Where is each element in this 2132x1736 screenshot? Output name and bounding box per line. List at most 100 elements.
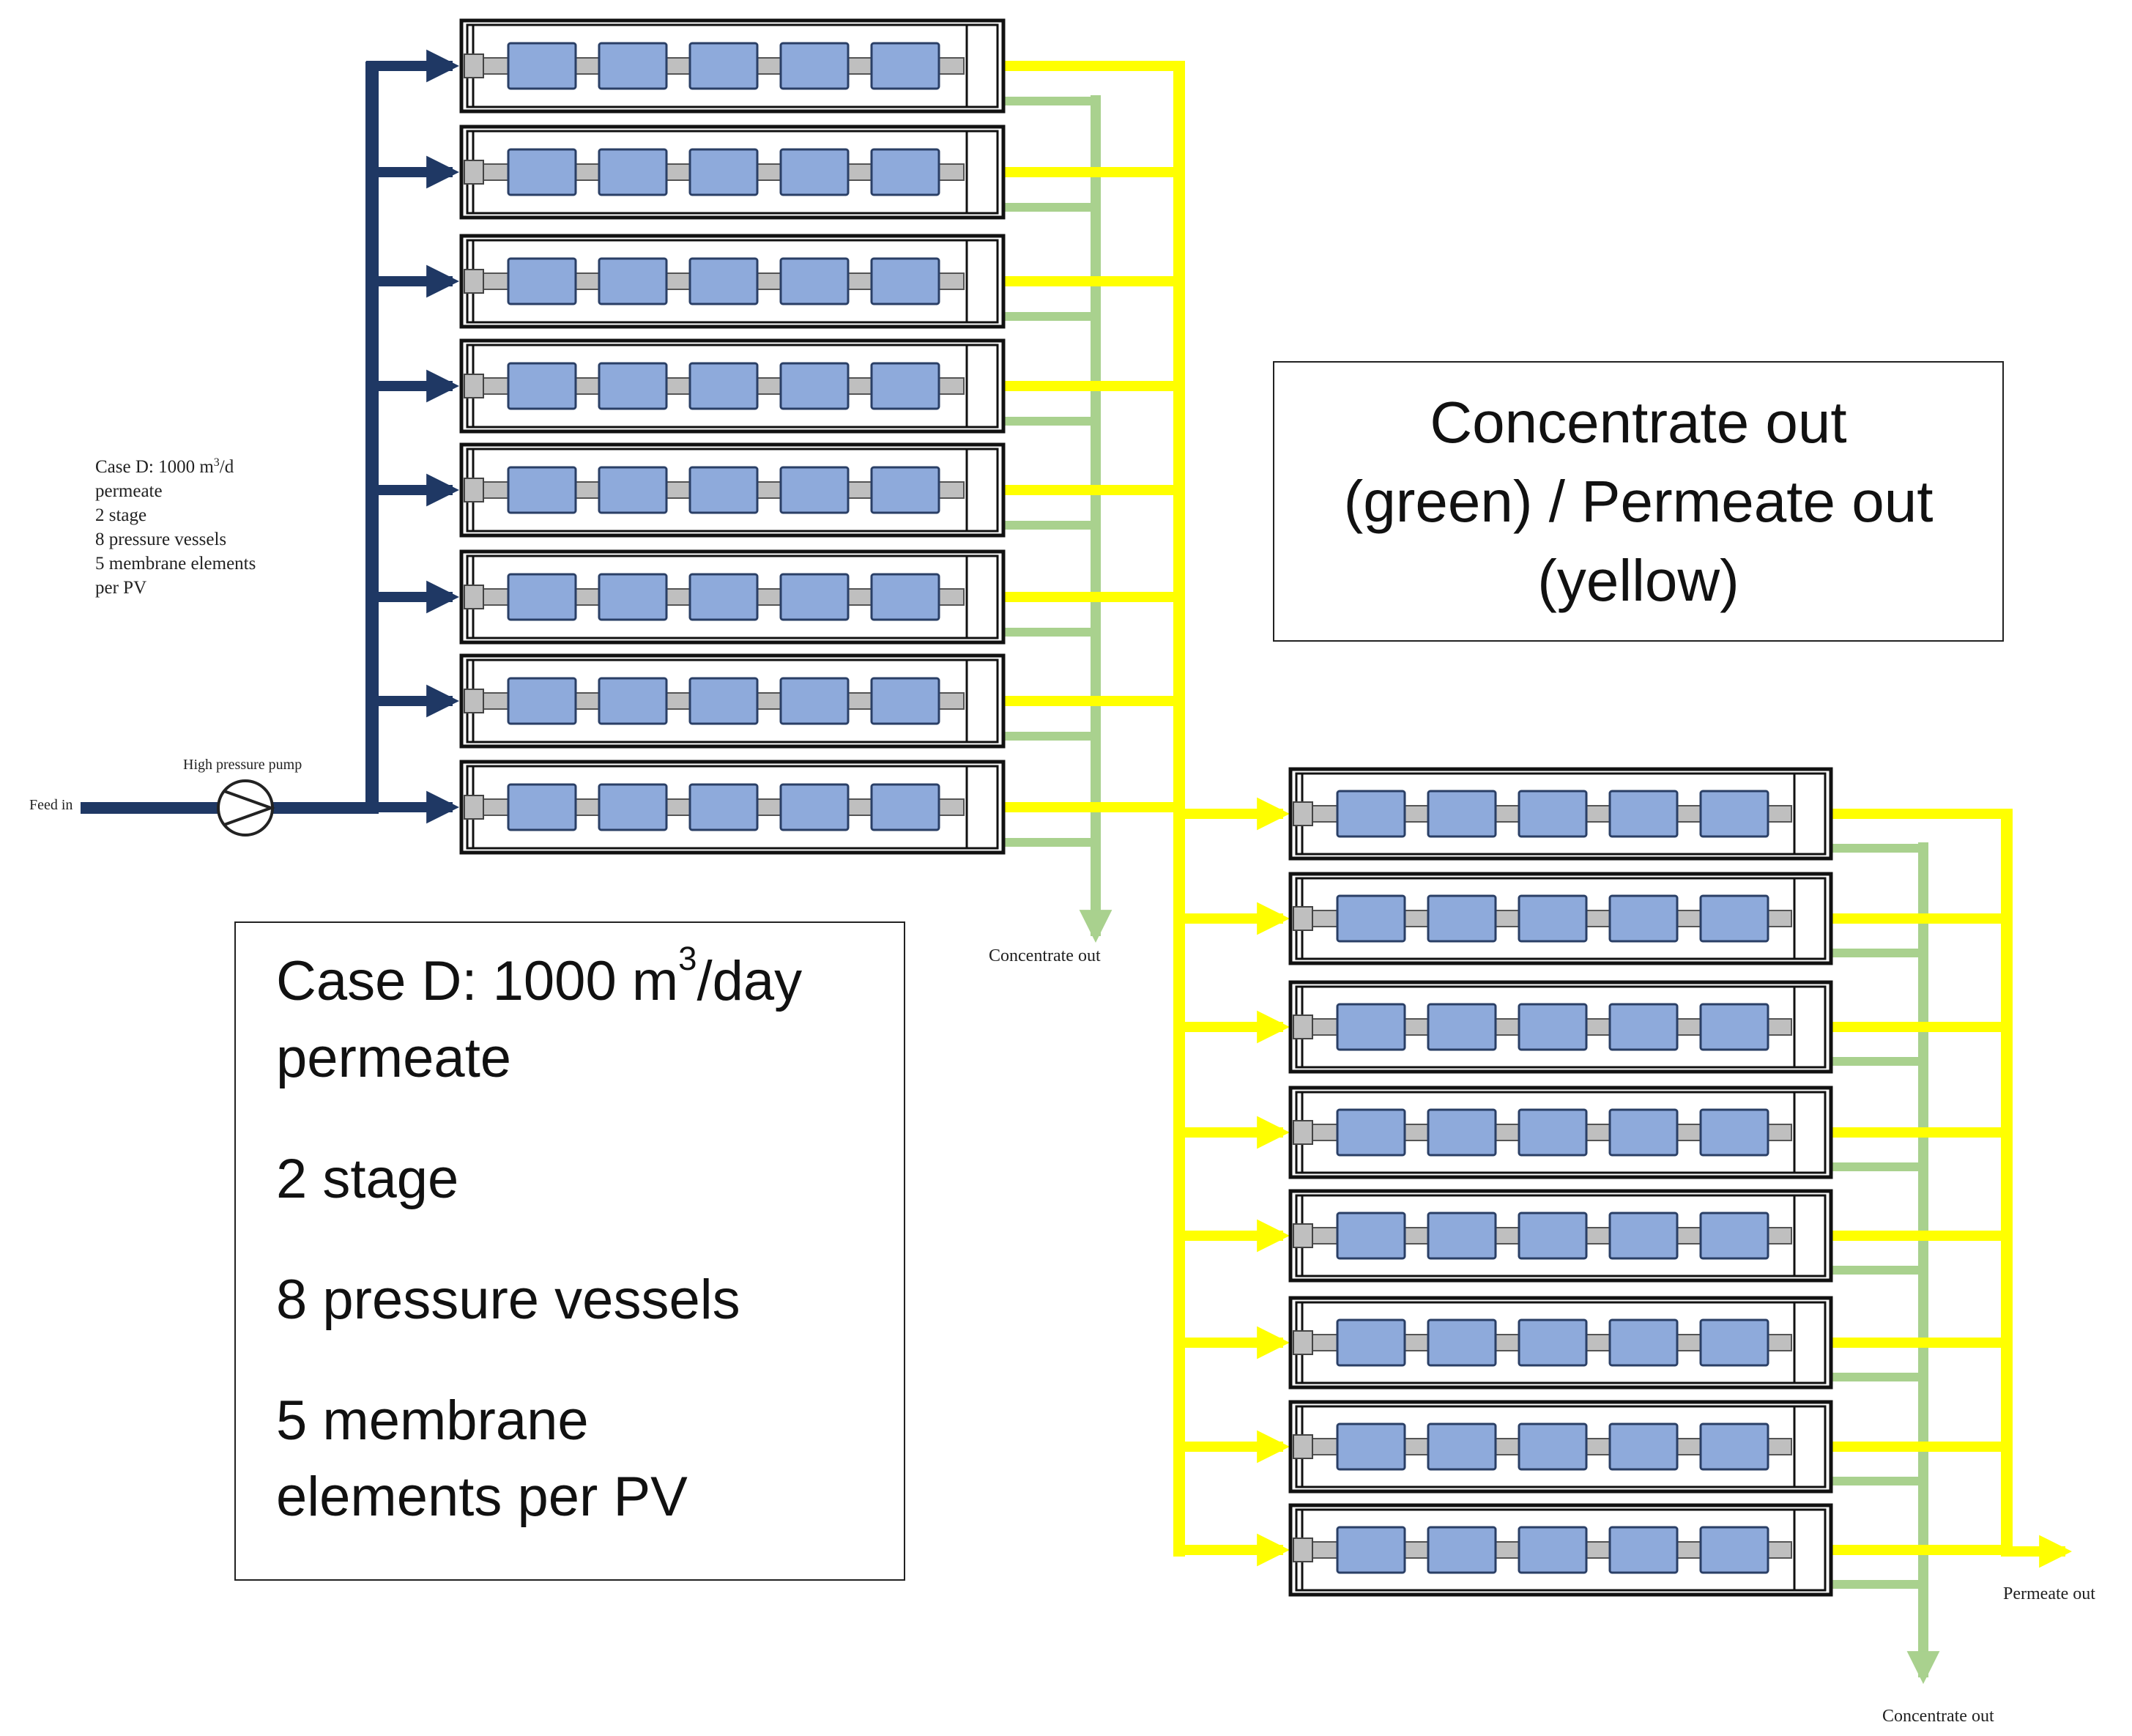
- membrane-element-1: [507, 257, 577, 305]
- high-pressure-pump-icon: [217, 779, 275, 837]
- concentrate-out-label-stage1: Concentrate out: [989, 946, 1101, 965]
- membrane-element-3: [1518, 894, 1588, 943]
- membrane-element-4: [1608, 1108, 1679, 1157]
- membrane-element-1: [507, 148, 577, 196]
- legend-box: Concentrate out (green) / Permeate out (…: [1273, 361, 2004, 642]
- membrane-element-2: [598, 677, 668, 725]
- pressure-vessel-stage2-8: [1288, 1503, 1833, 1597]
- pressure-vessel-stage1-5: [459, 442, 1006, 538]
- feed-port-connector: [1293, 1223, 1313, 1248]
- membrane-element-2: [598, 466, 668, 514]
- membrane-element-1: [507, 677, 577, 725]
- permeate-lines: [974, 61, 2072, 1568]
- feed-port-connector: [464, 53, 484, 78]
- membrane-element-4: [1608, 1212, 1679, 1260]
- membrane-element-2: [1427, 1526, 1497, 1574]
- feed-port-connector: [1293, 1434, 1313, 1459]
- membrane-element-1: [507, 466, 577, 514]
- pressure-vessel-stage1-1: [459, 18, 1006, 114]
- membrane-element-1: [507, 42, 577, 90]
- membrane-element-2: [1427, 1108, 1497, 1157]
- membrane-element-5: [1699, 1212, 1769, 1260]
- membrane-element-5: [870, 573, 940, 621]
- membrane-element-2: [1427, 894, 1497, 943]
- membrane-element-4: [1608, 894, 1679, 943]
- feed-port-connector: [464, 374, 484, 398]
- membrane-element-3: [688, 466, 759, 514]
- membrane-element-3: [1518, 1003, 1588, 1051]
- membrane-element-2: [1427, 1318, 1497, 1367]
- permeate-out-label: Permeate out: [2003, 1584, 2095, 1603]
- membrane-element-3: [1518, 1422, 1588, 1471]
- membrane-element-3: [688, 362, 759, 410]
- membrane-element-4: [1608, 1003, 1679, 1051]
- legend-line3: (yellow): [1537, 547, 1739, 613]
- membrane-element-1: [1336, 894, 1406, 943]
- membrane-element-5: [870, 362, 940, 410]
- membrane-element-5: [1699, 1108, 1769, 1157]
- membrane-element-3: [1518, 790, 1588, 838]
- feed-port-connector: [1293, 1120, 1313, 1145]
- membrane-element-1: [1336, 1422, 1406, 1471]
- high-pressure-pump-label: High pressure pump: [183, 757, 302, 773]
- small-note-line2: permeate: [95, 481, 163, 501]
- membrane-element-3: [688, 257, 759, 305]
- membrane-element-3: [1518, 1526, 1588, 1574]
- membrane-element-4: [779, 42, 850, 90]
- membrane-element-5: [870, 257, 940, 305]
- pressure-vessel-stage2-3: [1288, 980, 1833, 1074]
- membrane-element-2: [598, 148, 668, 196]
- membrane-element-2: [1427, 1422, 1497, 1471]
- legend-line1: Concentrate out: [1430, 389, 1847, 455]
- feed-port-connector: [464, 478, 484, 502]
- membrane-element-3: [688, 677, 759, 725]
- feed-port-connector: [1293, 906, 1313, 931]
- feed-lines: [81, 49, 459, 824]
- pressure-vessels: [459, 18, 1833, 1597]
- membrane-element-5: [870, 783, 940, 831]
- pressure-vessel-stage2-2: [1288, 872, 1833, 965]
- pressure-vessel-stage1-8: [459, 760, 1006, 855]
- membrane-element-1: [1336, 1108, 1406, 1157]
- membrane-element-2: [1427, 1003, 1497, 1051]
- feed-port-connector: [464, 795, 484, 820]
- pressure-vessel-stage2-1: [1288, 767, 1833, 861]
- small-note-line6: per PV: [95, 578, 146, 598]
- stage-count: 2 stage: [276, 1147, 459, 1210]
- membrane-element-5: [1699, 1526, 1769, 1574]
- membrane-element-3: [688, 573, 759, 621]
- membrane-element-4: [779, 362, 850, 410]
- membrane-element-4: [779, 466, 850, 514]
- membrane-element-3: [688, 783, 759, 831]
- membrane-element-1: [1336, 1526, 1406, 1574]
- membrane-element-5: [870, 466, 940, 514]
- membrane-element-5: [870, 677, 940, 725]
- feed-port-connector: [1293, 1014, 1313, 1039]
- membrane-element-5: [870, 42, 940, 90]
- membrane-element-2: [1427, 1212, 1497, 1260]
- pressure-vessel-stage1-3: [459, 234, 1006, 329]
- membrane-element-3: [1518, 1318, 1588, 1367]
- membrane-element-1: [507, 573, 577, 621]
- pressure-vessel-stage2-4: [1288, 1086, 1833, 1179]
- membrane-element-2: [598, 783, 668, 831]
- membrane-element-2: [598, 573, 668, 621]
- membrane-element-5: [1699, 1318, 1769, 1367]
- membrane-element-1: [507, 362, 577, 410]
- membrane-element-2: [598, 42, 668, 90]
- membrane-element-5: [870, 148, 940, 196]
- small-note: Case D: 1000 m3/d permeate 2 stage 8 pre…: [95, 456, 256, 598]
- membrane-element-2: [598, 362, 668, 410]
- membrane-element-3: [1518, 1108, 1588, 1157]
- membrane-element-5: [1699, 894, 1769, 943]
- pressure-vessel-stage2-6: [1288, 1296, 1833, 1390]
- feed-port-connector: [1293, 801, 1313, 826]
- membrane-element-1: [507, 783, 577, 831]
- pressure-vessel-stage1-7: [459, 653, 1006, 749]
- feed-port-connector: [1293, 1330, 1313, 1355]
- feed-port-connector: [464, 689, 484, 713]
